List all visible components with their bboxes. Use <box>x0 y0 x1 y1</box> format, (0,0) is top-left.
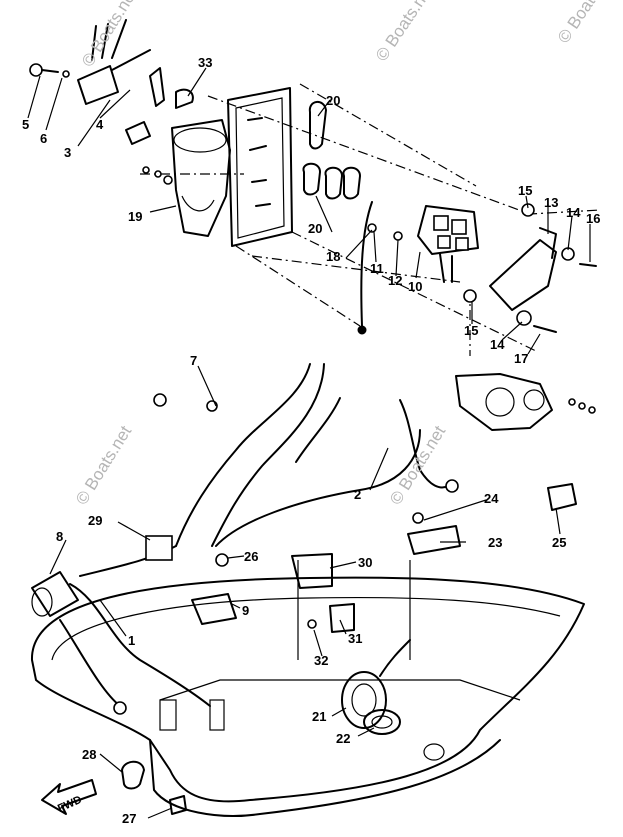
callout-14-upper: 14 <box>566 205 581 220</box>
callout-28: 28 <box>82 747 97 762</box>
wire-harness-lower <box>59 363 459 715</box>
callout-26: 26 <box>244 549 259 564</box>
callout-1: 1 <box>128 633 136 648</box>
wire-harness-upper <box>77 19 373 335</box>
callout-19: 19 <box>128 209 143 224</box>
callout-16: 16 <box>586 211 601 226</box>
fwd-arrow <box>41 779 97 815</box>
callout-24: 24 <box>484 491 499 506</box>
callout-15-lower: 15 <box>464 323 479 338</box>
callout-21: 21 <box>312 709 327 724</box>
callout-17: 17 <box>514 351 529 366</box>
callout-33: 33 <box>198 55 213 70</box>
leader-lines <box>27 67 591 819</box>
callout-7: 7 <box>190 353 198 368</box>
callout-10: 10 <box>408 279 423 294</box>
grommet-29 <box>145 535 173 561</box>
callout-23: 23 <box>488 535 503 550</box>
callout-6: 6 <box>40 131 48 146</box>
main-connector-8 <box>31 571 79 617</box>
callout-12: 12 <box>388 273 403 288</box>
callout-25: 25 <box>552 535 567 550</box>
callout-22: 22 <box>336 731 351 746</box>
callout-27: 27 <box>122 811 137 826</box>
callout-31: 31 <box>348 631 363 646</box>
callout-4: 4 <box>96 117 104 132</box>
callout-3: 3 <box>64 145 72 160</box>
callout-18: 18 <box>326 249 341 264</box>
cdi-unit-housing <box>171 119 231 237</box>
mounting-bracket-plate <box>227 87 293 247</box>
callout-13: 13 <box>544 195 559 210</box>
callout-29: 29 <box>88 513 103 528</box>
bottom-cowling <box>30 576 585 817</box>
callout-20-top: 20 <box>326 93 341 108</box>
callout-14-lower: 14 <box>490 337 505 352</box>
plugs-lower <box>121 393 424 815</box>
callout-8: 8 <box>56 529 64 544</box>
callout-5: 5 <box>22 117 30 132</box>
clamp-parts <box>191 483 577 633</box>
starter-bracket-right <box>455 227 557 431</box>
callout-15-upper: 15 <box>518 183 533 198</box>
starter-switch-21 <box>341 639 411 729</box>
callout-30: 30 <box>358 555 373 570</box>
callout-11: 11 <box>370 261 384 276</box>
callout-20-bottom: 20 <box>308 221 323 236</box>
ring-22 <box>363 709 401 735</box>
caps-group <box>302 101 361 200</box>
small-fasteners-upper <box>29 63 597 414</box>
dashed-assembly-lines <box>140 83 601 356</box>
callout-32: 32 <box>314 653 329 668</box>
callout-9: 9 <box>242 603 250 618</box>
rectifier-regulator <box>417 205 479 283</box>
callout-2: 2 <box>354 487 362 502</box>
